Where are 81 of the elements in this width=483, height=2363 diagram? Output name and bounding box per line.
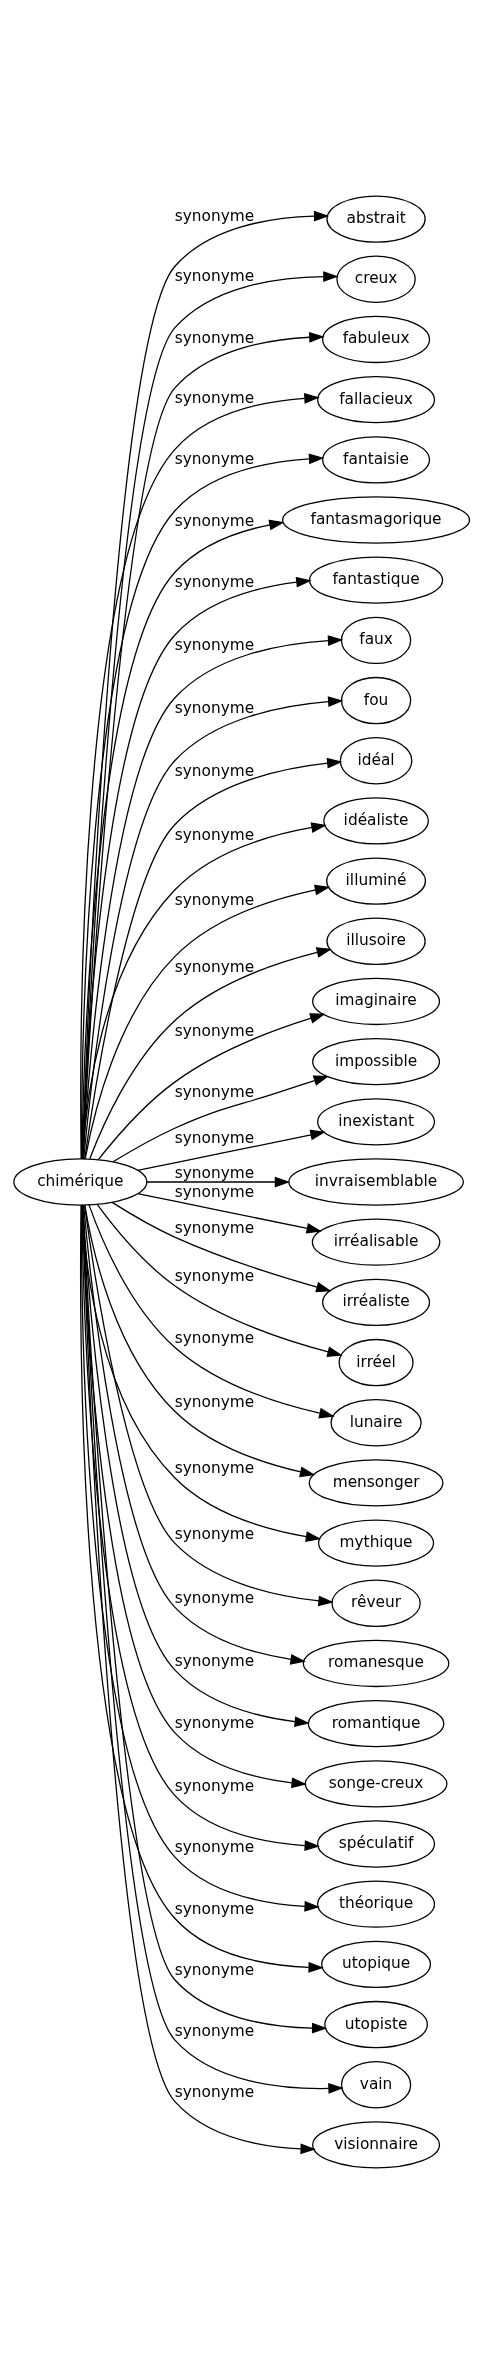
edge-label: synonyme xyxy=(174,825,254,844)
edge-label: synonyme xyxy=(174,1328,254,1347)
arrow xyxy=(81,821,327,1159)
node-ellipse: romanesque xyxy=(302,1639,449,1687)
node-ellipse: théorique xyxy=(316,1880,435,1928)
node-ellipse: fantasmagorique xyxy=(281,495,470,544)
node-ellipse: imaginaire xyxy=(311,977,440,1025)
edge-label: synonyme xyxy=(174,1776,254,1795)
edge-label: synonyme xyxy=(174,1588,254,1607)
node-ellipse: visionnaire xyxy=(311,2120,440,2169)
node-ellipse: chimérique xyxy=(12,1157,147,1206)
edge-label: synonyme xyxy=(174,572,254,591)
node-ellipse: invraisemblable xyxy=(287,1157,464,1206)
edge-label: synonyme xyxy=(174,1021,254,1040)
node-ellipse: irréel xyxy=(337,1338,414,1386)
edge-label: synonyme xyxy=(174,1960,254,1979)
node-ellipse: fou xyxy=(340,676,411,724)
edge-label: synonyme xyxy=(174,1524,254,1543)
node-ellipse: abstrait xyxy=(325,194,426,243)
edge-label: synonyme xyxy=(174,956,254,975)
node-ellipse: vain xyxy=(340,2060,411,2108)
arrow xyxy=(145,1176,290,1187)
node-ellipse: illuminé xyxy=(325,856,426,905)
node-ellipse: spéculatif xyxy=(316,1819,435,1868)
edge-label: synonyme xyxy=(174,890,254,909)
node-ellipse: irréaliste xyxy=(321,1278,430,1326)
edge-label: synonyme xyxy=(174,1128,254,1147)
node-ellipse: fantastique xyxy=(308,556,443,604)
edge-label: synonyme xyxy=(174,206,254,225)
arrow xyxy=(97,1012,325,1160)
node-ellipse: fabuleux xyxy=(321,315,430,363)
arrow xyxy=(87,1203,335,1418)
node-ellipse: fantaisie xyxy=(321,435,430,483)
arrow xyxy=(83,1204,334,1606)
edge-label: synonyme xyxy=(174,761,254,780)
arrow xyxy=(136,1129,326,1171)
edge-label: synonyme xyxy=(174,1163,254,1182)
edge-label: synonyme xyxy=(174,1082,254,1101)
edge-label: synonyme xyxy=(174,1218,254,1237)
node-ellipse: mythique xyxy=(317,1518,434,1567)
node-ellipse: irréalisable xyxy=(311,1218,440,1266)
arrow xyxy=(88,946,332,1159)
node-ellipse: songe-creux xyxy=(304,1759,448,1807)
edge-label: synonyme xyxy=(174,1182,254,1201)
edge-label: synonyme xyxy=(174,2082,254,2101)
edge-label: synonyme xyxy=(174,2021,254,2040)
edge-label: synonyme xyxy=(174,635,254,654)
node-ellipse: fallacieux xyxy=(316,375,435,423)
node-ellipse: mensonger xyxy=(308,1458,443,1507)
node-ellipse: faux xyxy=(340,616,411,664)
node-ellipse: idéal xyxy=(339,736,412,784)
edge-label: synonyme xyxy=(174,328,254,347)
arrow xyxy=(112,1075,329,1162)
arrow xyxy=(136,1192,322,1234)
edge-label: synonyme xyxy=(174,266,254,285)
arrow xyxy=(81,1203,316,2154)
edge-label: synonyme xyxy=(174,1713,254,1732)
edge-label: synonyme xyxy=(174,1837,254,1856)
node-ellipse: utopiste xyxy=(323,2000,428,2048)
node-ellipse: romantique xyxy=(307,1699,444,1747)
edge-label: synonyme xyxy=(174,698,254,717)
arrow xyxy=(96,1203,343,1357)
edge-label: synonyme xyxy=(174,388,254,407)
node-ellipse: idéaliste xyxy=(322,796,429,845)
node-ellipse: utopique xyxy=(320,1940,431,1988)
edge-label: synonyme xyxy=(174,511,254,530)
arrow xyxy=(111,1201,331,1292)
edge-label: synonyme xyxy=(174,1392,254,1411)
arrow xyxy=(81,576,312,1159)
node-ellipse: rêveur xyxy=(330,1579,421,1627)
arrow xyxy=(83,1204,315,1477)
node-ellipse: inexistant xyxy=(316,1097,435,1145)
edge-label: synonyme xyxy=(174,1266,254,1285)
edge-label: synonyme xyxy=(174,1899,254,1918)
node-ellipse: lunaire xyxy=(329,1398,422,1446)
edge-label: synonyme xyxy=(174,449,254,468)
arrow xyxy=(84,884,330,1159)
node-ellipse: illusoire xyxy=(325,917,426,965)
node-ellipse: creux xyxy=(335,255,416,303)
edge-label: synonyme xyxy=(174,1651,254,1669)
edge-label: synonyme xyxy=(174,1458,254,1477)
